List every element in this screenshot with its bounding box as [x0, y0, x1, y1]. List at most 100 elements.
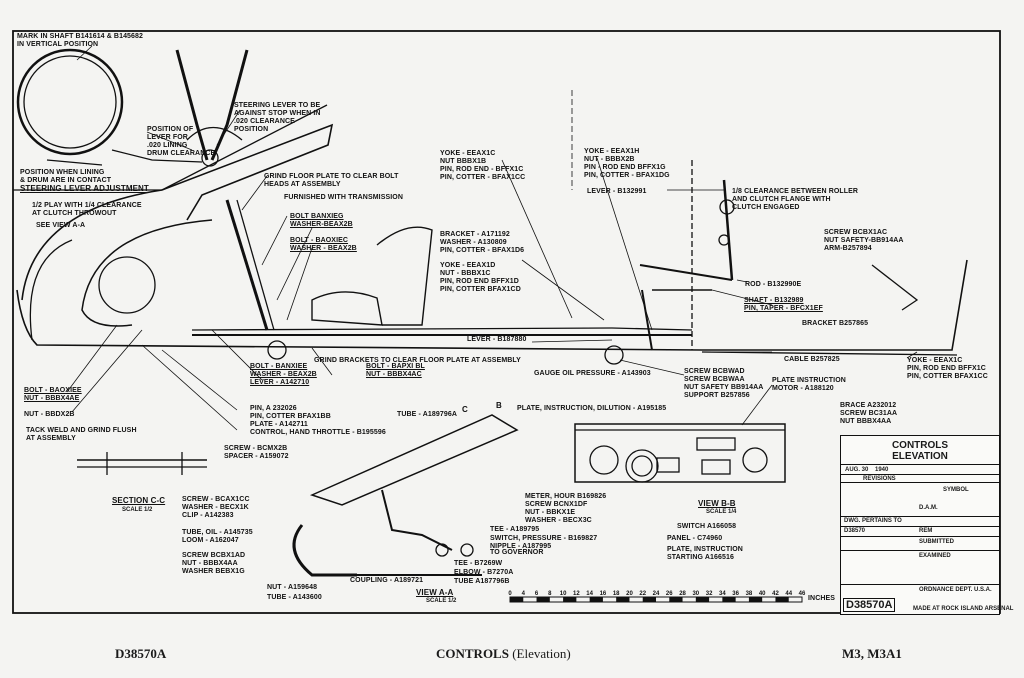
- label-plate-instruction-motor: PLATE INSTRUCTION MOTOR - A188120: [772, 377, 846, 392]
- view-bb-title: VIEW B-B: [698, 499, 736, 508]
- scale-tick-label: 20: [626, 591, 633, 597]
- scale-bar-segment: [642, 597, 656, 602]
- title-block-examined: EXAMINED: [919, 553, 951, 559]
- label-rod: ROD - B132990E: [745, 281, 802, 288]
- scale-tick-label: 6: [535, 591, 539, 597]
- label-bolt-bapxi: BOLT - BAPXI BL NUT - BBBX4AC: [366, 363, 425, 378]
- label-panel: PANEL - C74960: [667, 535, 723, 542]
- scale-tick-label: 12: [573, 591, 580, 597]
- scale-tick-label: 14: [586, 591, 593, 597]
- label-yoke-right: YOKE - EEAX1C PIN, ROD END BFFX1C PIN, C…: [907, 357, 988, 380]
- scale-tick-label: 34: [719, 591, 726, 597]
- scale-tick-label: 18: [613, 591, 620, 597]
- scale-tick-label: 8: [548, 591, 552, 597]
- mechanical-drawing: 0468101214161820222426283032343638404244…: [12, 30, 1001, 614]
- scale-tick-label: 16: [600, 591, 607, 597]
- footer-title: CONTROLS (Elevation): [436, 646, 571, 662]
- label-tube-a189796: TUBE - A189796A: [397, 411, 457, 418]
- title-block-pertains-row: DWG. PERTAINS TO D.A.M.: [841, 505, 999, 527]
- title-block-subtitle: ELEVATION: [892, 451, 948, 462]
- title-block-revisions: REVISIONS: [863, 476, 896, 482]
- label-screw-bcmx2b: SCREW - BCMX2B SPACER - A159072: [224, 445, 289, 460]
- label-pin-a232026: PIN, A 232026 PIN, COTTER BFAX1BB PLATE …: [250, 405, 386, 436]
- label-lever-b132991: LEVER - B132991: [587, 188, 647, 195]
- footer-drawing-number: D38570A: [115, 646, 167, 661]
- label-screw-bcbx1ad: SCREW BCBX1AD NUT - BBBX4AA WASHER BEBX1…: [182, 552, 246, 575]
- label-cable: CABLE B257825: [784, 356, 840, 363]
- scale-bar-segment: [669, 597, 683, 602]
- scale-tick-label: 40: [759, 591, 766, 597]
- label-meter-hour: METER, HOUR B169826 SCREW BCNX1DF NUT - …: [525, 493, 607, 524]
- scale-bar-segment: [510, 597, 524, 602]
- footer-title-bold: CONTROLS: [436, 646, 509, 661]
- label-switch-a166058: SWITCH A166058: [677, 523, 737, 530]
- callout-b: B: [496, 401, 502, 410]
- scale-tick-label: 24: [653, 591, 660, 597]
- scale-tick-label: 32: [706, 591, 713, 597]
- title-block-revision-grid: SYMBOL: [841, 482, 999, 517]
- title-block-made-at: MADE AT ROCK ISLAND ARSENAL: [913, 606, 1014, 612]
- label-switch-pressure: SWITCH, PRESSURE - B169827 NIPPLE - A187…: [490, 535, 598, 550]
- label-tee-a189795: TEE - A189795: [490, 526, 540, 533]
- label-bracket: BRACKET - A171192 WASHER - A130809 PIN, …: [440, 231, 525, 254]
- scale-bar-segment: [748, 597, 763, 602]
- title-block-date: AUG. 30 1940: [845, 467, 889, 473]
- view-aa-scale: SCALE 1/2: [426, 598, 457, 604]
- label-tube-oil: TUBE, OIL - A145735 LOOM - A162047: [182, 529, 253, 544]
- label-tube-a143600: TUBE - A143600: [267, 594, 322, 601]
- title-block-date-row: AUG. 30 1940: [841, 464, 999, 475]
- view-aa-title: VIEW A-A: [416, 588, 454, 597]
- section-cc-scale: SCALE 1/2: [122, 507, 153, 513]
- label-tee-b7269w: TEE - B7269W: [454, 560, 503, 567]
- title-block-symbol: SYMBOL: [943, 487, 969, 493]
- label-yoke-1: YOKE - EEAX1C NUT BBBX1B PIN, ROD END - …: [440, 150, 526, 181]
- label-yoke-3: YOKE - EEAX1D NUT - BBBX1C PIN, ROD END …: [440, 262, 521, 293]
- steering-lever-note: STEERING LEVER TO BE AGAINST STOP WHEN I…: [234, 102, 321, 133]
- title-block-dwg-number: D38570A: [843, 598, 896, 612]
- label-bolt-baoxiec: BOLT - BAOXIEC WASHER - BEAX2B: [290, 237, 357, 252]
- title-block-dam: D.A.M.: [919, 505, 938, 511]
- position-when-lining-note: POSITION WHEN LINING & DRUM ARE IN CONTA…: [20, 169, 112, 184]
- label-gauge: GAUGE OIL PRESSURE - A143903: [534, 370, 651, 377]
- scale-bar-segment: [722, 597, 736, 602]
- scale-tick-label: 42: [772, 591, 779, 597]
- title-block-rem: REM: [919, 528, 933, 534]
- label-screw-bcbx1ac: SCREW BCBX1AC NUT SAFETY-BB914AA ARM-B25…: [824, 229, 904, 252]
- label-bolt-banxiee: BOLT - BANXIEE WASHER - BEAX2B LEVER - A…: [250, 363, 317, 386]
- scale-tick-label: 36: [732, 591, 739, 597]
- view-bb-scale: SCALE 1/4: [706, 509, 737, 515]
- to-governor-note: TO GOVERNOR: [490, 549, 544, 556]
- label-coupling: COUPLING - A189721: [350, 577, 424, 584]
- scale-inches-label: INCHES: [808, 595, 836, 602]
- footer-model: M3, M3A1: [842, 646, 902, 661]
- label-screw-bcbwad: SCREW BCBWAD SCREW BCBWAA NUT SAFETY BB9…: [684, 368, 764, 399]
- scale-bar-segment: [616, 597, 630, 602]
- see-view-note: SEE VIEW A-A: [36, 222, 86, 229]
- title-block-dwg-pertains: DWG. PERTAINS TO: [844, 518, 902, 524]
- grind-brackets-note: GRIND BRACKETS TO CLEAR FLOOR PLATE AT A…: [314, 357, 521, 364]
- label-bolt-baoxiee: BOLT - BAOXIEE NUT - BBBX4AE: [24, 387, 82, 402]
- label-bracket-b257865: BRACKET B257865: [802, 320, 869, 327]
- scale-bar-segment: [536, 597, 550, 602]
- label-elbow: ELBOW - B7270A: [454, 569, 514, 576]
- title-block-ordnance: ORDNANCE DEPT. U.S.A.: [919, 587, 992, 593]
- label-nut-a159648: NUT - A159648: [267, 584, 318, 591]
- scale-bar-segment: [695, 597, 710, 602]
- scale-tick-label: 30: [692, 591, 699, 597]
- scale-tick-label: 46: [799, 591, 806, 597]
- label-shaft: SHAFT - B132989 PIN, TAPER - BFCX1EF: [744, 297, 823, 312]
- tack-weld-note: TACK WELD AND GRIND FLUSH AT ASSEMBLY: [26, 427, 137, 442]
- label-tube-a187796: TUBE A187796B: [454, 578, 510, 585]
- title-block-revisions-row: REVISIONS: [841, 474, 999, 483]
- label-plate-starting: PLATE, INSTRUCTION STARTING A166516: [667, 546, 743, 561]
- scale-bar-segment: [775, 597, 789, 602]
- title-block: CONTROLS ELEVATION AUG. 30 1940 REVISION…: [840, 435, 1013, 615]
- footer-title-light: (Elevation): [512, 646, 571, 661]
- title-block-pertains-value-row: D38570 REM: [841, 526, 999, 537]
- callout-c: C: [462, 405, 468, 414]
- furnished-note: FURNISHED WITH TRANSMISSION: [284, 194, 403, 201]
- scale-tick-label: 0: [508, 591, 512, 597]
- scale-tick-label: 22: [639, 591, 646, 597]
- label-brace: BRACE A232012 SCREW BC31AA NUT BBBX4AA: [840, 402, 898, 425]
